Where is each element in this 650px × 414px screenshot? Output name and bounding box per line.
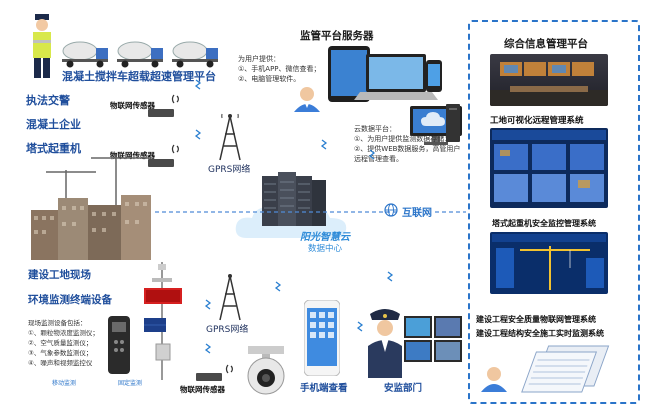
cloud-icon bbox=[421, 112, 445, 126]
platform-devices-illustration bbox=[328, 46, 442, 102]
label-concrete-company: 混凝土企业 bbox=[26, 118, 81, 131]
user-provides-block: 为用户提供： ①、手机APP、微信查看； ②、电脑管理软件。 bbox=[238, 54, 321, 84]
globe-icon bbox=[384, 203, 398, 217]
report-documents-illustration bbox=[521, 345, 610, 393]
mixer-truck-2 bbox=[117, 41, 163, 68]
cloud-title: 云数据平台： bbox=[354, 125, 396, 133]
system-1-label: 工地可视化远程管理系统 bbox=[490, 116, 584, 126]
device-item: ①、颗粒物浓度监测仪； bbox=[28, 329, 99, 337]
fixed-caption: 固定监测 bbox=[118, 380, 143, 387]
fixed-monitoring-station bbox=[144, 262, 182, 380]
server-title: 监管平台服务器 bbox=[300, 30, 374, 42]
brand-name: 阳光智慧云 bbox=[300, 232, 350, 243]
iot-sensor-device-3 bbox=[196, 373, 222, 381]
monitor-screens-illustration bbox=[404, 316, 462, 362]
system-2-label: 塔式起重机安全监控管理系统 bbox=[492, 219, 596, 228]
radio-tower-bottom bbox=[219, 274, 241, 321]
cloud-item: ①、为用户提供监测数据存储； bbox=[354, 135, 452, 143]
iot-sensor-label-1: 物联网传感器 bbox=[110, 101, 155, 110]
admin-avatar-icon bbox=[481, 367, 507, 392]
device-item: ②、空气质量监测仪； bbox=[28, 339, 93, 347]
construction-site-illustration bbox=[31, 155, 151, 260]
computer-tower-icon bbox=[446, 104, 460, 142]
devices-list: 现场监测设备包括： ①、颗粒物浓度监测仪； ②、空气质量监测仪； ③、气象参数监… bbox=[28, 318, 99, 368]
tower-crane-monitor-screen bbox=[490, 232, 608, 294]
label-env-monitoring: 环境监测终端设备 bbox=[28, 294, 112, 306]
mixer-truck-1 bbox=[62, 41, 108, 68]
label-traffic-police: 执法交警 bbox=[26, 94, 70, 107]
remote-management-screens bbox=[490, 128, 608, 208]
control-room-image bbox=[490, 54, 608, 106]
wireless-signal-icon-1 bbox=[171, 94, 179, 104]
security-officer-figure bbox=[368, 309, 402, 378]
smartphone-illustration bbox=[304, 300, 340, 376]
label-construction-site: 建设工地现场 bbox=[28, 269, 91, 281]
user-provide-item: ②、电脑管理软件。 bbox=[238, 75, 301, 83]
iot-sensor-label-3: 物联网传感器 bbox=[180, 385, 225, 394]
iot-sensor-device-2 bbox=[148, 159, 174, 167]
system-4-label: 建设工程结构安全施工实时监测系统 bbox=[476, 329, 604, 338]
user-provides-title: 为用户提供： bbox=[238, 55, 280, 63]
label-tower-crane: 塔式起重机 bbox=[26, 142, 81, 155]
info-platform-panel bbox=[468, 20, 640, 404]
device-item: ④、噪声和视频监控仪 bbox=[28, 359, 93, 367]
mobile-caption: 移动监测 bbox=[52, 380, 77, 387]
mobile-monitor-device bbox=[108, 316, 130, 374]
system-3-label: 建设工程安全质量物联网管理系统 bbox=[476, 315, 596, 324]
security-caption: 安监部门 bbox=[384, 383, 423, 394]
gprs-label-top: GPRS网络 bbox=[208, 165, 251, 175]
iot-sensor-label-2: 物联网传感器 bbox=[110, 151, 155, 160]
cloud-platform-block: 云数据平台： ①、为用户提供监测数据存储； ②、提供WEB数据服务，高管用户远程… bbox=[354, 124, 466, 164]
wireless-signal-icon-2 bbox=[171, 144, 179, 154]
user-avatar-icon bbox=[294, 87, 320, 112]
security-camera-illustration bbox=[247, 346, 285, 395]
mixer-truck-3 bbox=[172, 41, 218, 68]
cloud-item: ②、提供WEB数据服务，高管用户远程管理查看。 bbox=[354, 145, 461, 163]
internet-label: 互联网 bbox=[400, 204, 434, 219]
data-center-label: 数据中心 bbox=[308, 244, 343, 254]
wireless-signal-icon-3 bbox=[225, 364, 233, 374]
main-title: 混凝土搅拌车超载超速管理平台 bbox=[62, 70, 216, 83]
user-provide-item: ①、手机APP、微信查看； bbox=[238, 65, 321, 73]
radio-tower-top bbox=[219, 113, 241, 161]
iot-sensor-device-1 bbox=[148, 109, 174, 117]
phone-caption: 手机端查看 bbox=[300, 383, 348, 394]
device-item: ③、气象参数监测仪； bbox=[28, 349, 93, 357]
devices-title: 现场监测设备包括： bbox=[28, 319, 87, 327]
traffic-police-figure bbox=[33, 14, 51, 78]
panel-title: 综合信息管理平台 bbox=[504, 38, 588, 50]
gprs-label-bottom: GPRS网络 bbox=[206, 325, 249, 335]
